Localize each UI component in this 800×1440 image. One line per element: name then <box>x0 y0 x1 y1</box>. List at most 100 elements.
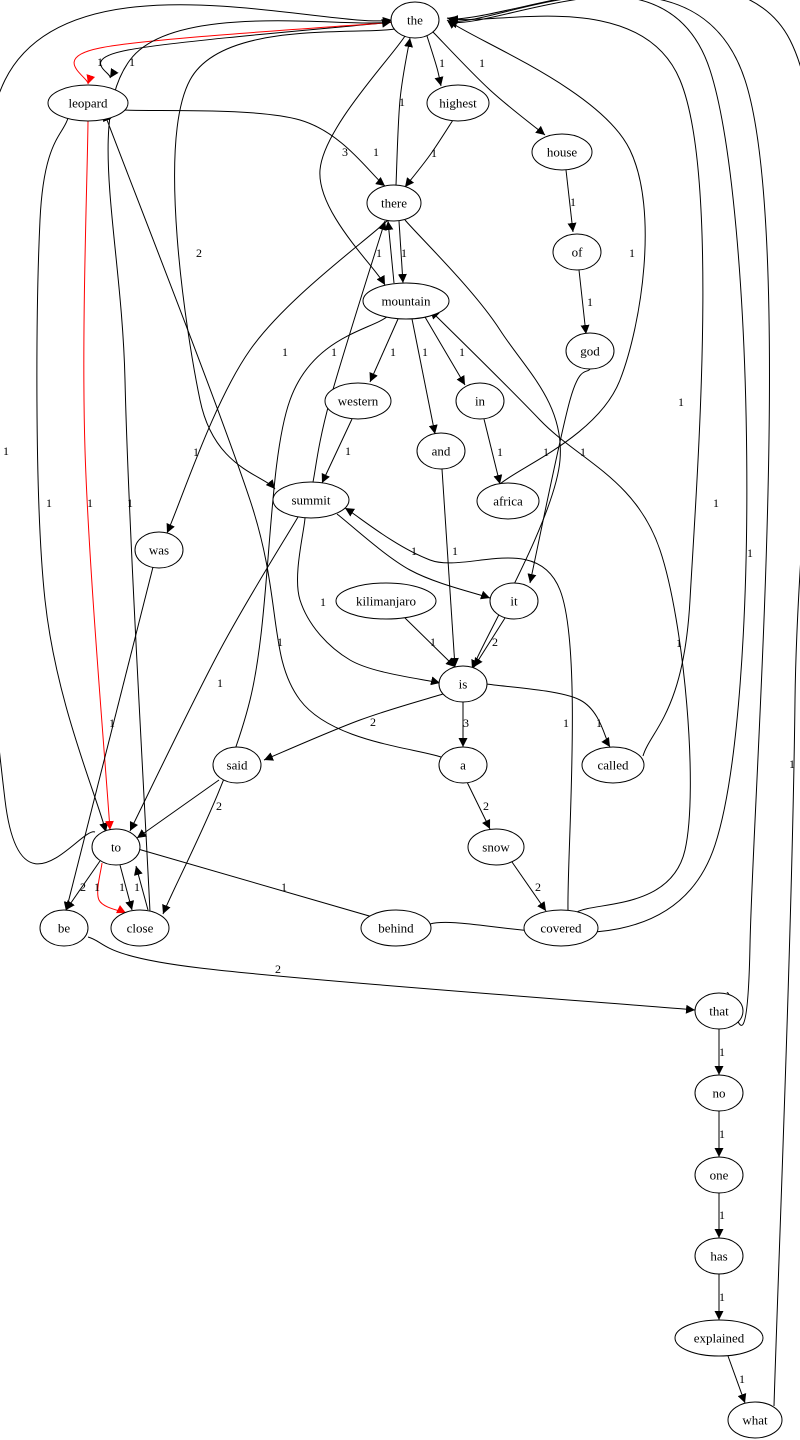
node-label: africa <box>493 494 523 509</box>
node-ellipse <box>674 1319 764 1357</box>
edge-line <box>119 864 135 911</box>
node-label: mountain <box>381 294 431 309</box>
node-label: highest <box>439 96 477 111</box>
edge-weight-label: 1 <box>719 1290 725 1304</box>
edge-weight-label: 1 <box>376 246 382 260</box>
edge-weight-label: 2 <box>492 635 498 649</box>
node-a: a <box>438 746 488 784</box>
node-no: no <box>694 1074 744 1112</box>
edge-line <box>395 37 413 186</box>
edge-is-to-a: 3 <box>458 702 469 747</box>
node-ellipse <box>212 746 262 784</box>
node-ellipse <box>416 432 466 470</box>
node-has: has <box>694 1237 744 1275</box>
edge-line <box>384 220 395 284</box>
edge-line <box>432 31 546 136</box>
edge-line <box>263 693 444 761</box>
edge-it-to-is: 2 <box>473 617 506 668</box>
edge-western-to-summit: 1 <box>321 418 353 484</box>
node-god: god <box>565 332 615 370</box>
edge-weight-label: 1 <box>282 345 288 359</box>
edge-line <box>486 683 611 748</box>
node-house: house <box>531 133 593 171</box>
edge-line <box>136 779 220 839</box>
edge-the-to-mountain: 3 <box>319 35 406 286</box>
edge-weight-label: 1 <box>713 496 719 510</box>
edge-line <box>123 109 386 187</box>
node-said: said <box>212 746 262 784</box>
node-highest: highest <box>426 84 490 122</box>
edge-line <box>336 513 491 600</box>
node-label: there <box>381 196 407 211</box>
node-ellipse <box>694 1156 744 1194</box>
node-explained: explained <box>674 1319 764 1357</box>
edge-line <box>369 318 399 383</box>
edge-weight-label: 1 <box>3 444 9 458</box>
edge-line <box>448 0 800 1407</box>
node-behind: behind <box>360 909 432 947</box>
edge-weight-label: 1 <box>431 146 437 160</box>
node-label: was <box>149 543 169 558</box>
node-ellipse <box>360 909 432 947</box>
node-mountain: mountain <box>362 282 450 320</box>
edge-line <box>97 862 127 914</box>
node-label: house <box>547 145 578 160</box>
edge-leopard-to-to: 1 <box>83 120 114 831</box>
edge-no-to-one: 1 <box>714 1111 725 1157</box>
node-what: what <box>727 1401 783 1439</box>
node-ellipse <box>335 582 437 620</box>
edge-close-to-the: 1 <box>107 18 392 913</box>
edge-mountain-to-in: 1 <box>424 316 466 386</box>
edge-weight-label: 1 <box>193 445 199 459</box>
edge-said-to-to: 2 <box>136 779 222 839</box>
edge-weight-label: 1 <box>580 445 586 459</box>
node-ellipse <box>47 84 129 122</box>
edge-line <box>404 119 454 188</box>
edge-line <box>424 316 466 386</box>
edge-weight-label: 1 <box>411 544 417 558</box>
edge-line <box>134 865 149 911</box>
node-label: it <box>510 594 518 609</box>
edge-weight-label: 1 <box>739 1372 745 1386</box>
node-ellipse <box>438 746 488 784</box>
edge-there-to-the: 1 <box>395 37 413 186</box>
node-ellipse <box>476 482 540 520</box>
node-label: covered <box>540 921 582 936</box>
edge-weight-label: 2 <box>535 880 541 894</box>
edge-close-to-to: 1 <box>134 865 149 911</box>
edge-weight-label: 1 <box>422 345 428 359</box>
edge-weight-label: 1 <box>570 195 576 209</box>
edge-weight-label: 1 <box>87 496 93 510</box>
node-label: close <box>127 921 154 936</box>
node-ellipse <box>324 382 392 420</box>
edge-line <box>404 617 456 668</box>
edge-weight-label: 1 <box>109 716 115 730</box>
edge-mountain-to-close: 1 <box>162 315 389 915</box>
node-ellipse <box>523 909 599 947</box>
edge-weight-label: 1 <box>401 246 407 260</box>
edge-leopard-to-to: 1 <box>36 117 109 833</box>
edge-that-to-no: 1 <box>714 1029 725 1075</box>
edge-line <box>36 117 109 833</box>
node-ellipse <box>438 665 488 703</box>
edge-is-to-said: 2 <box>263 693 444 761</box>
edge-mountain-to-there: 1 <box>376 220 395 284</box>
edge-summit-to-is: 1 <box>297 517 441 686</box>
edge-be-to-that: 2 <box>87 936 696 1014</box>
edge-weight-label: 1 <box>479 56 485 70</box>
edge-there-to-mountain: 1 <box>397 220 407 284</box>
edge-weight-label: 1 <box>373 145 379 159</box>
edge-line <box>429 0 748 934</box>
node-label: is <box>459 677 468 692</box>
edge-summit-to-to: 1 <box>129 516 299 832</box>
edge-highest-to-there: 1 <box>404 119 454 188</box>
edge-weight-label: 1 <box>676 636 682 650</box>
edge-weight-label: 2 <box>370 715 376 729</box>
edge-weight-label: 2 <box>196 246 202 260</box>
edge-to-to-the: 1 <box>0 4 393 865</box>
edge-line <box>102 111 445 759</box>
node-that: that <box>694 992 744 1030</box>
edge-weight-label: 1 <box>345 444 351 458</box>
